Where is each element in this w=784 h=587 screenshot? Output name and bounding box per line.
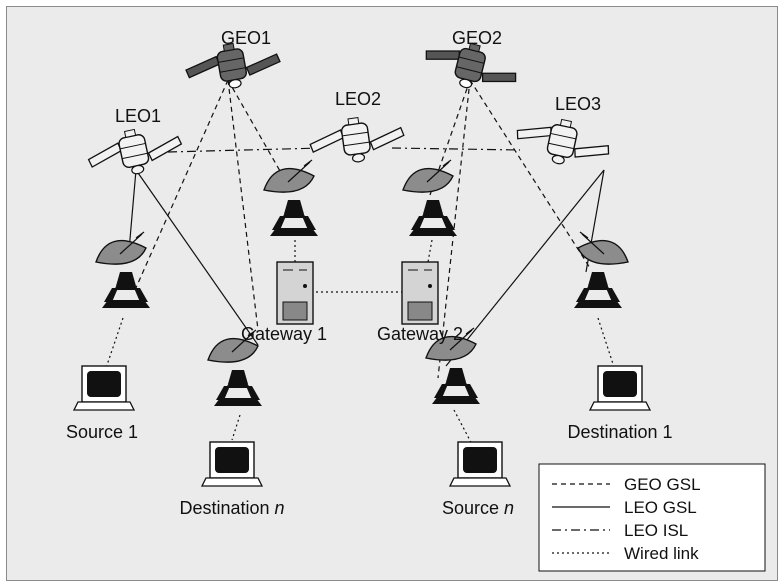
leo-isl-links	[167, 147, 521, 153]
link-leo1-leo2	[167, 147, 323, 153]
link-geo1-dest-n-dish	[227, 79, 259, 331]
source-n-label: Source n	[442, 498, 514, 518]
link-geo2-source-n-dish	[437, 79, 471, 379]
wire-source1	[105, 317, 124, 369]
source-n-terminal-icon	[449, 441, 511, 487]
gateway2-server-icon	[401, 261, 439, 325]
leo3-satellite-icon	[511, 110, 615, 175]
leo-gsl-links	[127, 169, 605, 367]
gateway2-dish-icon	[402, 159, 458, 237]
legend-leo-gsl-label: LEO GSL	[624, 498, 697, 517]
wired-links	[105, 239, 616, 449]
gateway1-server-icon	[276, 261, 314, 325]
leo3-label: LEO3	[555, 94, 601, 114]
wire-destination1	[597, 317, 616, 371]
source1-dish-icon	[95, 231, 151, 309]
wire-gateway2	[427, 239, 433, 263]
legend-wired-link-label: Wired link	[624, 544, 699, 563]
legend-leo-isl-label: LEO ISL	[624, 521, 688, 540]
source1-terminal-icon	[73, 365, 135, 411]
link-leo1-dest-n-dish	[135, 169, 259, 346]
gateway1-label: Gateway 1	[241, 324, 327, 344]
link-leo3-source-n-dish	[445, 169, 605, 367]
leo1-label: LEO1	[115, 106, 161, 126]
gateway2-label: Gateway 2	[377, 324, 463, 344]
leo2-label: LEO2	[335, 89, 381, 109]
destination1-terminal-icon	[589, 365, 651, 411]
link-leo2-leo3	[391, 147, 521, 151]
source1-label: Source 1	[66, 422, 138, 442]
destination1-label: Destination 1	[567, 422, 672, 442]
destination-n-label: Destination n	[179, 498, 284, 518]
destination1-dish-icon	[574, 232, 628, 308]
legend-geo-gsl-label: GEO GSL	[624, 475, 701, 494]
leo2-satellite-icon	[306, 110, 408, 169]
destination-n-terminal-icon	[201, 441, 263, 487]
gateway1-dish-icon	[263, 159, 319, 237]
geo2-label: GEO2	[452, 28, 502, 48]
wire-destination-n	[231, 414, 241, 441]
link-geo1-gateway1-dish	[227, 79, 293, 193]
legend: GEO GSL LEO GSL LEO ISL Wired link	[538, 463, 766, 572]
link-geo2-dest1-dish	[469, 79, 591, 269]
link-geo1-source-dish	[134, 79, 229, 291]
geo1-label: GEO1	[221, 28, 271, 48]
